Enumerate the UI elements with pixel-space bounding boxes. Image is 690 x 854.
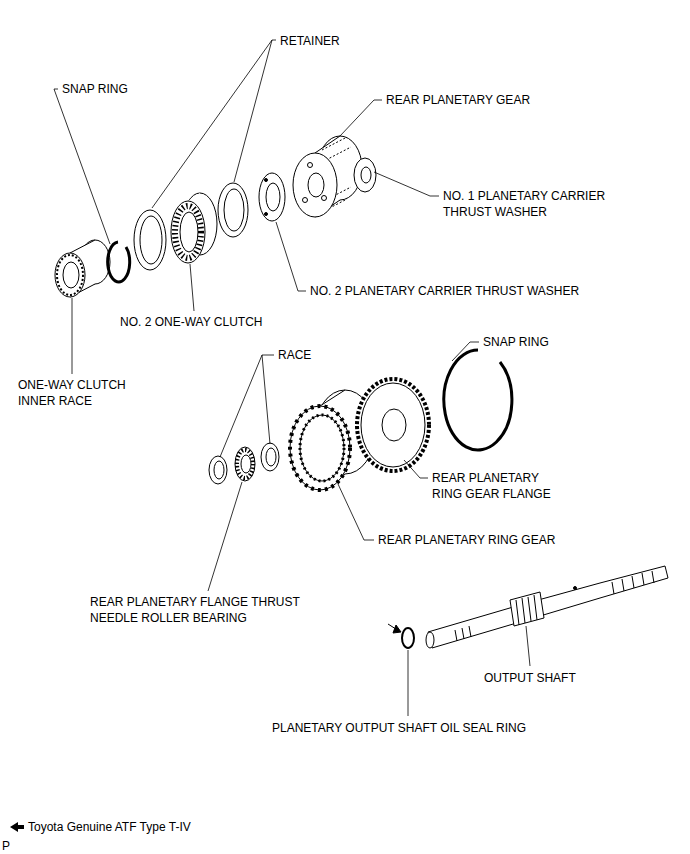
washer-tab bbox=[265, 213, 268, 216]
ring-gear-hole bbox=[300, 415, 344, 481]
part-name: OUTPUT SHAFT bbox=[484, 670, 576, 686]
atf-arrow bbox=[388, 624, 401, 633]
clutch-front bbox=[171, 201, 205, 263]
part-name: SNAP RING bbox=[483, 334, 549, 350]
part-name: REAR PLANETARY RING GEAR FLANGE bbox=[432, 470, 557, 502]
washer-part bbox=[354, 158, 376, 192]
part-name: NO. 1 PLANETARY CARRIER THRUST WASHER bbox=[443, 188, 618, 220]
washer-tab bbox=[265, 179, 268, 182]
part-name: NO. 2 ONE-WAY CLUTCH bbox=[120, 314, 262, 330]
retainer-part bbox=[218, 183, 248, 237]
leader-line bbox=[72, 298, 73, 374]
legend-arrow bbox=[10, 822, 24, 832]
ring-gear-edge bbox=[320, 390, 345, 406]
clutch-hole bbox=[180, 212, 198, 252]
part-name: ONE-WAY CLUTCH INNER RACE bbox=[18, 377, 133, 409]
clutch-rollers bbox=[175, 206, 201, 258]
race-edge bbox=[70, 240, 95, 253]
gear-edge bbox=[315, 136, 340, 153]
leader-line bbox=[340, 100, 382, 136]
retainer-hole bbox=[140, 216, 162, 264]
ring-gear-splines bbox=[290, 406, 350, 490]
part-name: SNAP RING bbox=[62, 81, 128, 97]
inner-race-part bbox=[55, 240, 110, 297]
leader-line bbox=[404, 460, 428, 478]
race-spline bbox=[57, 255, 83, 295]
shaft-splines bbox=[612, 571, 654, 594]
washer-part bbox=[259, 173, 285, 221]
flange-hole bbox=[382, 409, 406, 441]
part-name: PLANETARY OUTPUT SHAFT OIL SEAL RING bbox=[272, 720, 526, 736]
race-hole bbox=[63, 262, 79, 288]
leader-line bbox=[276, 222, 306, 291]
retainer-part bbox=[134, 210, 166, 270]
shaft-hole bbox=[574, 587, 577, 590]
race-part bbox=[261, 443, 279, 471]
seal-ring-part bbox=[402, 628, 414, 648]
gear-pin bbox=[303, 198, 308, 203]
leader-line bbox=[526, 626, 530, 666]
part-name: REAR PLANETARY GEAR bbox=[386, 92, 530, 108]
race-hole bbox=[266, 448, 276, 466]
shaft-end bbox=[426, 632, 434, 648]
washer-hole bbox=[266, 183, 280, 211]
snap-ring-part bbox=[108, 242, 130, 282]
part-name: RACE bbox=[278, 347, 311, 363]
ring-gear-front bbox=[290, 406, 350, 490]
shaft-splines bbox=[455, 626, 471, 641]
bearing-part bbox=[235, 447, 255, 481]
shaft-splines bbox=[516, 595, 537, 625]
part-name: NO. 2 PLANETARY CARRIER THRUST WASHER bbox=[310, 283, 579, 299]
leader-line bbox=[220, 355, 274, 457]
leader-line bbox=[208, 482, 242, 591]
shaft-spline-collar bbox=[510, 592, 544, 626]
ring-gear-teeth bbox=[300, 415, 344, 481]
legend-text: Toyota Genuine ATF Type T-IV bbox=[28, 819, 191, 835]
bearing-hole bbox=[241, 455, 251, 473]
flange-teeth bbox=[357, 379, 429, 471]
part-name: RETAINER bbox=[280, 33, 340, 49]
washer-hole bbox=[361, 167, 371, 183]
race-front bbox=[55, 253, 85, 297]
gear-front bbox=[293, 153, 337, 217]
gear-pin bbox=[308, 163, 313, 168]
leader-line bbox=[54, 89, 110, 244]
leader-line bbox=[452, 342, 479, 361]
page-code: P bbox=[2, 838, 10, 854]
snap-ring-part bbox=[444, 350, 512, 450]
race-part bbox=[209, 456, 227, 484]
gear-pin bbox=[322, 196, 327, 201]
output-shaft bbox=[428, 566, 668, 648]
leader-line bbox=[374, 172, 439, 196]
retainer-hole bbox=[224, 189, 244, 231]
leader-line bbox=[152, 40, 276, 208]
leader-line bbox=[190, 264, 194, 311]
leader-line bbox=[338, 484, 374, 540]
race-hole bbox=[214, 461, 224, 479]
gear-hole bbox=[308, 173, 324, 197]
part-name: REAR PLANETARY RING GEAR bbox=[378, 532, 555, 548]
flange-part bbox=[361, 383, 425, 467]
part-name: REAR PLANETARY FLANGE THRUST NEEDLE ROLL… bbox=[90, 594, 305, 626]
leader-line bbox=[408, 650, 409, 716]
bearing-rollers bbox=[237, 450, 253, 478]
